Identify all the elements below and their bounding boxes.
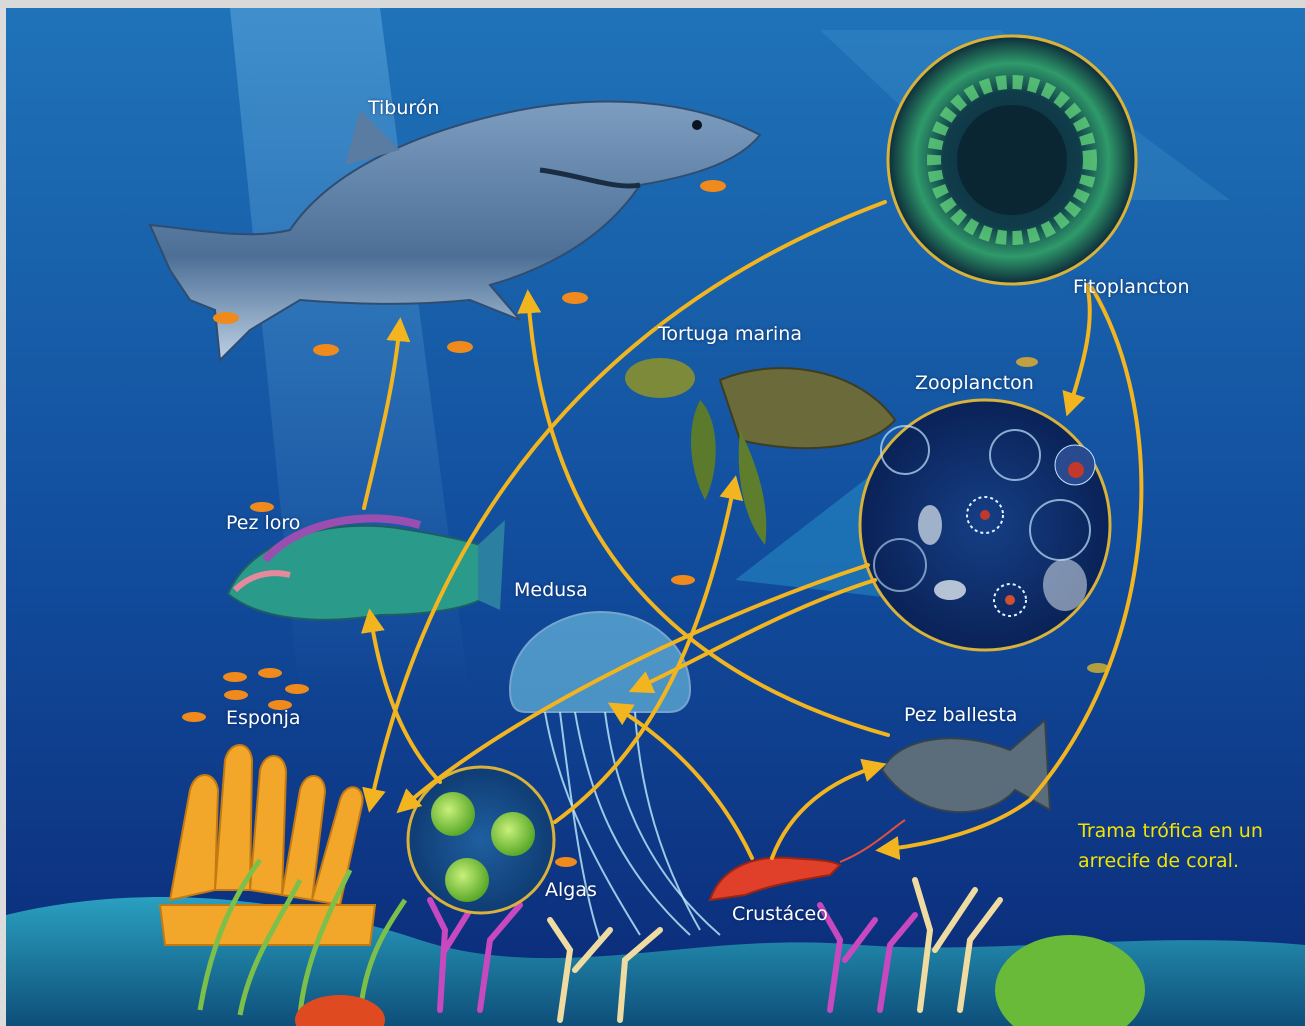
label-zooplancton: Zooplancton [915, 372, 1034, 394]
label-tiburon: Tiburón [368, 97, 439, 119]
reef-scene: Tiburón Fitoplancton Tortuga marina Zoop… [6, 8, 1305, 1026]
label-fitoplancton: Fitoplancton [1073, 276, 1190, 298]
top-border [0, 0, 1305, 8]
zooplankton-icon [860, 400, 1110, 650]
label-crustaceo: Crustáceo [732, 903, 828, 925]
caption-line-1: Trama trófica en un [1078, 816, 1288, 846]
label-tortuga-marina: Tortuga marina [658, 323, 802, 345]
label-esponja: Esponja [226, 707, 301, 729]
label-medusa: Medusa [514, 579, 588, 601]
caption-line-2: arrecife de coral. [1078, 846, 1288, 876]
figure-caption: Trama trófica en un arrecife de coral. [1078, 816, 1288, 876]
label-pez-loro: Pez loro [226, 512, 300, 534]
algae-icon [408, 767, 554, 913]
label-pez-ballesta: Pez ballesta [904, 704, 1017, 726]
phytoplankton-icon [888, 36, 1136, 284]
label-algas: Algas [545, 879, 597, 901]
